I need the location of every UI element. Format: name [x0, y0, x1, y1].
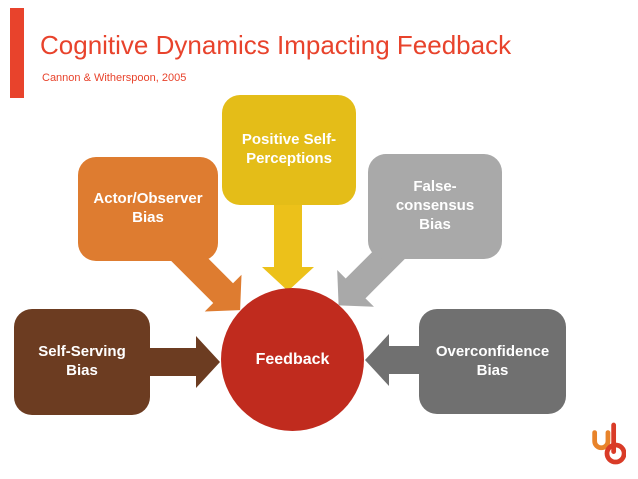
slide-title: Cognitive Dynamics Impacting Feedback — [40, 30, 512, 60]
node-label: Positive Self-Perceptions — [241, 131, 337, 167]
arrow-positive-self-perceptions — [262, 203, 314, 291]
node-self-serving-bias: Self-Serving Bias — [14, 309, 150, 415]
arrow-overconfidence-bias — [365, 334, 419, 386]
arrow-self-serving-bias — [150, 336, 220, 388]
node-label: Actor/Observer Bias — [93, 190, 203, 226]
feedback-circle: Feedback — [221, 288, 364, 431]
accent-bar — [10, 8, 24, 98]
node-label: Overconfidence Bias — [435, 342, 550, 379]
node-false-consensus-bias: False-consensus Bias — [368, 154, 502, 259]
node-overconfidence-bias: Overconfidence Bias — [419, 309, 566, 414]
logo-mark-secondary — [592, 430, 611, 451]
citation: Cannon & Witherspoon, 2005 — [42, 72, 187, 84]
node-label: Self-Serving Bias — [38, 343, 126, 379]
node-positive-self-perceptions: Positive Self-Perceptions — [222, 95, 356, 205]
node-label: False-consensus Bias — [395, 178, 475, 233]
logo — [588, 421, 627, 467]
logo-mark-primary-bowl — [604, 442, 627, 465]
node-actor-observer-bias: Actor/Observer Bias — [78, 157, 218, 261]
feedback-label: Feedback — [255, 350, 330, 368]
